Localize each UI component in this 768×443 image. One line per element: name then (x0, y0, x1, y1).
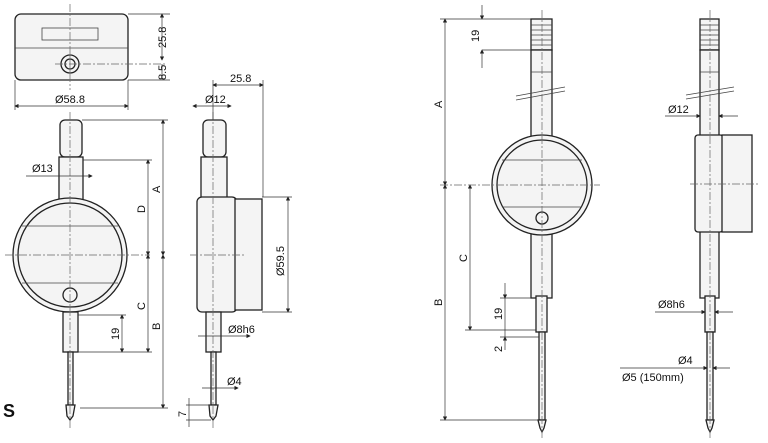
side-stem-dim: Ø12 (205, 94, 226, 106)
right-dim-C: C (458, 254, 470, 262)
right-contact-alt-dim: Ø5 (150mm) (622, 372, 684, 384)
stroke-dim: 19 (110, 328, 122, 340)
top-height-dim: 25.8 (157, 27, 169, 48)
top-offset-dim: 8.5 (157, 65, 169, 80)
right-gap-dim: 2 (493, 346, 505, 352)
dim-D: D (136, 205, 148, 213)
right-stem-dim: Ø12 (668, 104, 689, 116)
side-depth-dim: 25.8 (230, 73, 251, 85)
right-dim-B: B (433, 299, 445, 306)
dim-C: C (136, 302, 148, 310)
right-dim-A: A (433, 100, 445, 108)
right-front-view: A B C 19 19 2 (433, 5, 600, 440)
left-side-view: 25.8 Ø12 Ø59.5 Ø8h6 Ø4 7 (177, 73, 292, 430)
front-stem-dim: Ø13 (32, 163, 53, 175)
right-spindle-dim: Ø8h6 (658, 299, 685, 311)
side-spindle-dim: Ø8h6 (228, 324, 255, 336)
top-view: 25.8 8.5 Ø58.8 (14, 4, 170, 110)
right-top-dim: 19 (470, 30, 482, 42)
right-contact-dim: Ø4 (678, 355, 693, 367)
dim-B: B (151, 323, 163, 330)
side-body-dim: Ø59.5 (275, 246, 287, 276)
left-front-view: Ø13 A D C B 19 S (3, 112, 168, 430)
right-bottom-dim: 19 (493, 308, 505, 320)
right-side-view: Ø12 Ø8h6 Ø4 Ø5 (150mm) (620, 10, 760, 440)
dim-A: A (151, 185, 163, 193)
top-diameter-dim: Ø58.8 (55, 94, 85, 106)
model-label: S (3, 401, 15, 421)
side-tip-dim: 7 (177, 411, 189, 417)
side-contact-dim: Ø4 (227, 376, 242, 388)
